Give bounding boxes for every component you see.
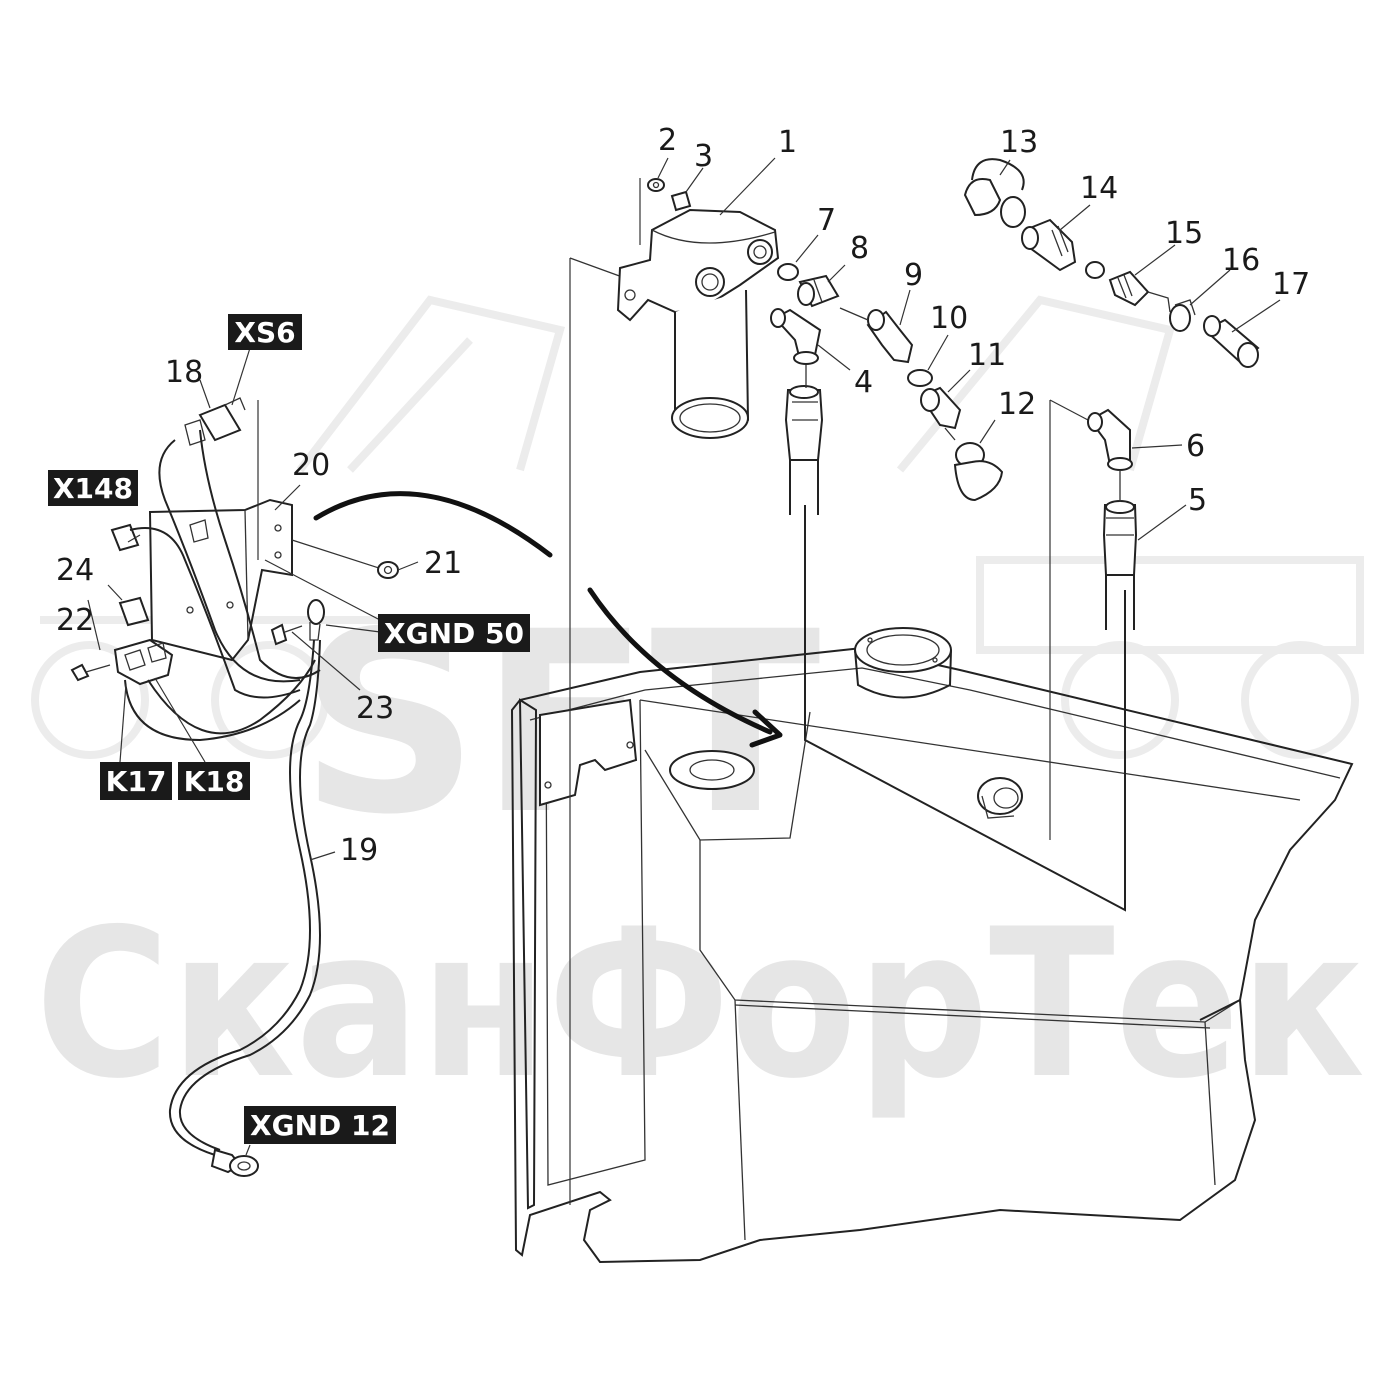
tank-side-panel [518, 698, 538, 1210]
filter-bowl [671, 289, 750, 439]
adapter-8 [797, 274, 840, 308]
part-number-21: 21 [424, 546, 462, 581]
fitting-11 [920, 386, 962, 441]
tank-return-port [977, 777, 1023, 819]
connector-tag-k17: K17 [100, 762, 172, 800]
screw-22 [70, 663, 90, 682]
part-number-5: 5 [1188, 483, 1207, 518]
part-number-15: 15 [1165, 216, 1203, 251]
filter-assembly [569, 158, 1260, 1205]
part-number-3: 3 [694, 139, 713, 174]
part-number-9: 9 [904, 258, 923, 293]
terminal-xgnd50 [307, 599, 325, 641]
connector-tag-x148: X148 [48, 470, 138, 506]
hydraulic-tank [510, 505, 1354, 1264]
part-number-labels: 1 2 3 4 5 6 7 8 9 10 11 12 13 14 15 16 1… [56, 123, 1310, 868]
part-number-24: 24 [56, 553, 94, 588]
switch-18 [184, 397, 246, 446]
watermark: SFT СканФорТек [31, 295, 1365, 1124]
connector-tag-k17-label: K17 [106, 765, 167, 798]
part-number-11: 11 [968, 338, 1006, 373]
connector-tag-xgnd50-label: XGND 50 [384, 617, 524, 650]
part-number-4: 4 [854, 365, 873, 400]
connector-tag-k18-label: K18 [184, 765, 245, 798]
part-number-19: 19 [340, 833, 378, 868]
tank-filler-port [854, 627, 952, 699]
cap-12 [953, 442, 1004, 502]
tank-suction-port [669, 750, 755, 790]
hose-suction [784, 365, 824, 515]
part-number-17: 17 [1272, 267, 1310, 302]
part-number-6: 6 [1186, 429, 1205, 464]
part-number-14: 14 [1080, 171, 1118, 206]
connector-tags: XS6 X148 XGND 50 K17 K18 XGND 12 [48, 314, 530, 1144]
coupling-14 [1021, 218, 1077, 272]
relay-sockets-k17-k18 [113, 638, 174, 686]
elbow-4 [770, 308, 822, 365]
connector-tag-xs6: XS6 [228, 314, 302, 350]
routing-arrow-curve [313, 491, 553, 558]
connector-tag-x148-label: X148 [53, 472, 133, 505]
cap-13 [963, 158, 1026, 228]
filter-head [616, 208, 780, 322]
part-number-2: 2 [658, 123, 677, 158]
hose-return [1102, 470, 1138, 630]
bolt-3 [670, 190, 692, 212]
tank-outer-shell [510, 646, 1354, 1264]
relay-24 [118, 596, 150, 627]
washer-2 [647, 178, 665, 192]
o-ring-7 [777, 263, 799, 281]
terminal-xgnd12 [210, 1148, 259, 1177]
elbow-9 [839, 307, 914, 364]
part-number-20: 20 [292, 448, 330, 483]
connector-x148 [110, 523, 140, 552]
part-number-8: 8 [850, 231, 869, 266]
bolt-23 [270, 623, 288, 646]
connector-tag-xgnd12: XGND 12 [244, 1106, 396, 1144]
part-number-18: 18 [165, 355, 203, 390]
connector-tag-xgnd50: XGND 50 [378, 614, 530, 652]
elbow-6 [1087, 408, 1133, 471]
connector-tag-xgnd12-label: XGND 12 [250, 1109, 390, 1142]
routing-arrow-head [749, 709, 783, 748]
part-number-10: 10 [930, 301, 968, 336]
electrical-assembly [70, 397, 783, 1177]
routing-arrow-shaft [587, 587, 773, 735]
part-number-16: 16 [1222, 243, 1260, 278]
bracket-20 [148, 498, 293, 662]
clamp-16 [1169, 299, 1196, 332]
connector-tag-xs6-label: XS6 [234, 316, 295, 349]
tank-mounting-bracket [539, 698, 638, 807]
part-number-12: 12 [998, 387, 1036, 422]
part-number-1: 1 [778, 125, 797, 160]
part-number-13: 13 [1000, 125, 1038, 160]
o-ring-10 [907, 369, 933, 387]
hose-piece-17 [1203, 315, 1260, 368]
adapter-15 [1085, 261, 1171, 313]
part-number-23: 23 [356, 691, 394, 726]
part-number-7: 7 [817, 203, 836, 238]
part-number-22: 22 [56, 603, 94, 638]
connector-tag-k18: K18 [178, 762, 250, 800]
leader-lines [87, 157, 1281, 1156]
nut-21 [377, 561, 399, 579]
